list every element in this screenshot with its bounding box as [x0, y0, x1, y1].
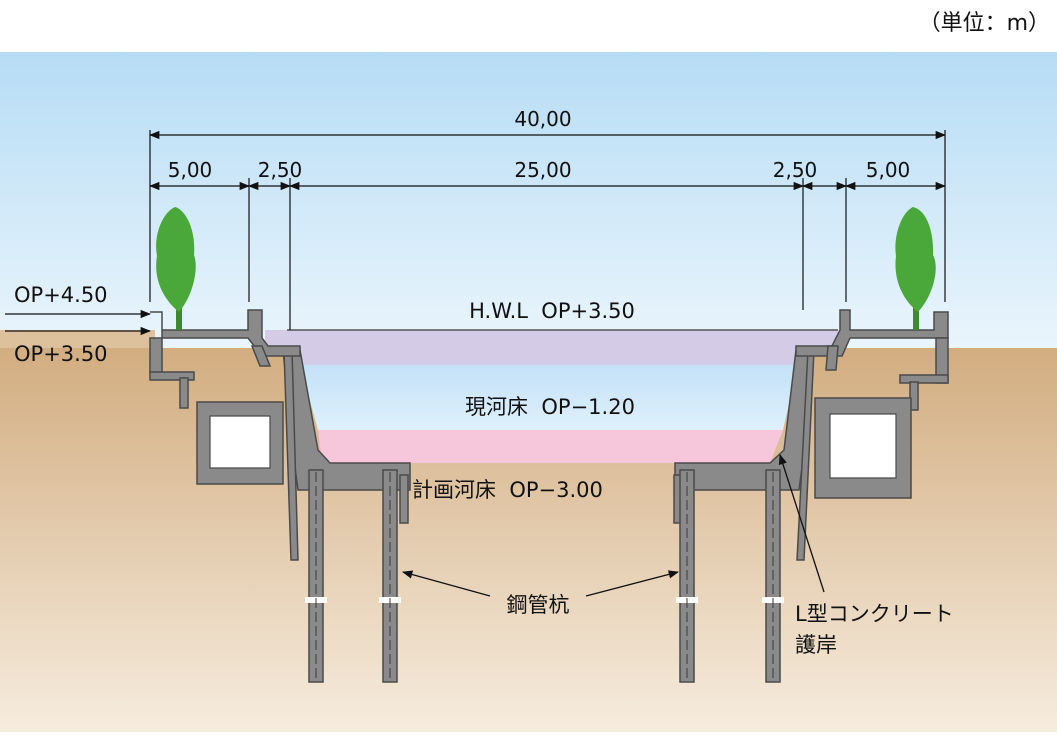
callout-leaders [401, 454, 825, 597]
dim-left-slope: 2,50 [258, 158, 303, 182]
right-box-culvert-icon [814, 397, 912, 499]
dim-total: 40,00 [514, 107, 571, 131]
dimension-lines [148, 130, 947, 191]
dim-channel: 25,00 [514, 158, 571, 182]
right-tree-icon [895, 207, 936, 330]
callout-l-wall-line2: 護岸 [795, 633, 837, 657]
pile-center-lines [315, 472, 774, 680]
level-ground: OP+4.50 [14, 283, 108, 307]
right-bank-structure [795, 309, 949, 411]
planned-bed-zone [318, 430, 783, 463]
level-arrows [5, 309, 152, 336]
dim-right-slope: 2,50 [773, 158, 818, 182]
dim-right-sidewalk: 5,00 [866, 158, 911, 182]
callout-l-wall-line1: L型コンクリート [795, 602, 954, 626]
extension-lines [149, 130, 946, 330]
left-tree-icon [156, 207, 196, 330]
callout-steel-pipe-pile: 鋼管杭 [507, 593, 570, 617]
unit-label: （単位：m） [919, 11, 1050, 36]
left-bank-soil [0, 330, 155, 348]
level-planned-bed: 計画河床 OP−3.00 [412, 478, 603, 502]
high-water-zone [265, 330, 838, 365]
left-bank-structure [149, 309, 301, 409]
level-hwl-left: OP+3.50 [14, 342, 108, 366]
dim-left-sidewalk: 5,00 [168, 158, 213, 182]
left-box-culvert-icon [196, 401, 284, 485]
level-current-bed: 現河床 OP−1.20 [465, 395, 635, 419]
current-water [300, 365, 798, 430]
level-hwl: H.W.L OP+3.50 [469, 299, 635, 323]
